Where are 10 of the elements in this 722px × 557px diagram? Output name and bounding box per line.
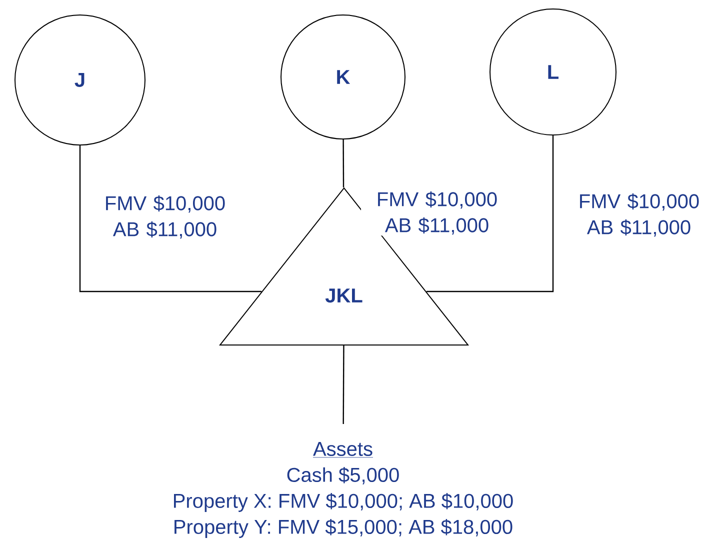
edge-label: FMV $10,000 AB $11,000 [563, 192, 715, 238]
connector-line [342, 346, 344, 424]
circle-node: L [490, 8, 616, 136]
circle-node: K [280, 14, 406, 140]
connector-line [342, 140, 344, 188]
asset-list: Assets Cash $5,000 Property X: FMV $10,000; AB $10,000 Property Y: FMV $15,000; AB $18,000 [174, 442, 513, 538]
edge-label: FMV $10,000 AB $11,000 [361, 190, 513, 236]
circle-node: J [14, 14, 146, 146]
connector-line [79, 146, 262, 292]
connector-line [426, 136, 554, 292]
